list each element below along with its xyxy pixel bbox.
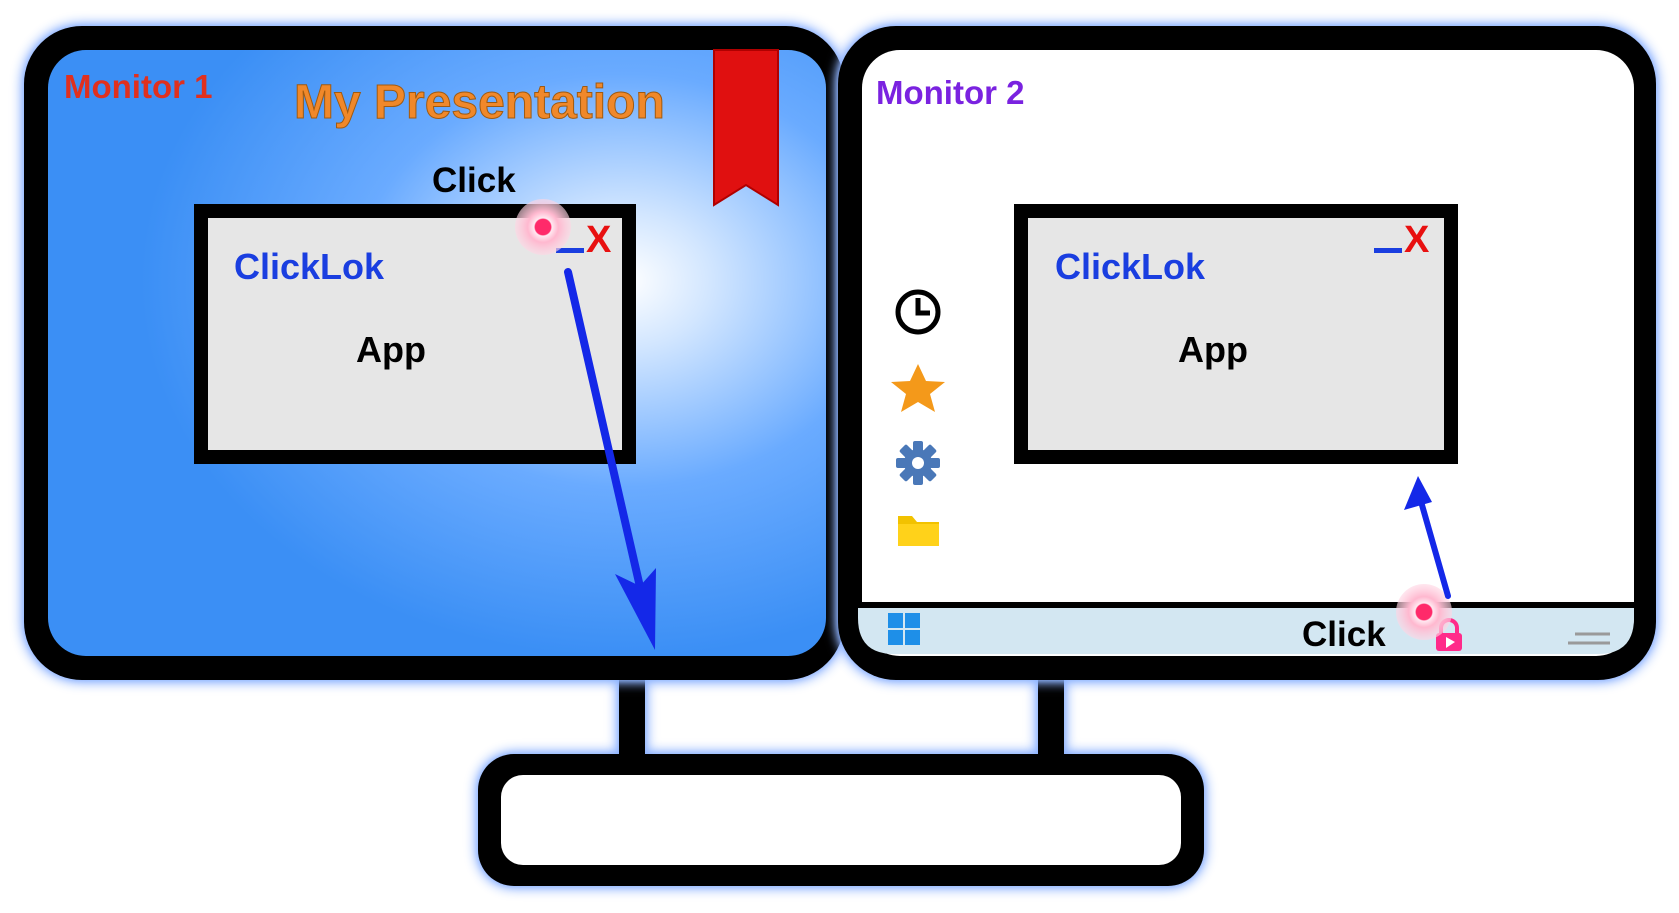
taskbar-click-label: Click: [1302, 615, 1386, 654]
window-1-minimize-button[interactable]: [556, 248, 584, 253]
folder-icon[interactable]: [898, 516, 939, 546]
gear-icon[interactable]: [896, 441, 940, 485]
window-2-body: App: [1178, 329, 1248, 370]
click-target-icon: [515, 199, 571, 255]
taskbar-click-target-icon: [1396, 584, 1452, 640]
clock-icon[interactable]: [895, 289, 941, 335]
window-1-close-button[interactable]: X: [586, 219, 612, 261]
windows-start-icon[interactable]: [888, 613, 920, 645]
taskbar: [858, 602, 1634, 654]
window-2-minimize-button[interactable]: [1374, 248, 1402, 253]
show-desktop-icon[interactable]: [1568, 632, 1610, 645]
bookmark-ribbon-icon: [713, 49, 779, 207]
monitor-2-app-window[interactable]: ClickLok App X: [1014, 204, 1458, 464]
star-icon[interactable]: [891, 364, 945, 412]
monitor-2-label: Monitor 2: [876, 74, 1024, 111]
window-1-body: App: [356, 329, 426, 370]
window-2-title: ClickLok: [1055, 246, 1206, 287]
window-1-title: ClickLok: [234, 246, 385, 287]
drag-arrow-down: [564, 268, 656, 650]
monitor-stand: [478, 675, 1204, 886]
monitor-1-app-window[interactable]: ClickLok App X: [194, 204, 636, 464]
monitor-1-click-label: Click: [432, 161, 516, 200]
presentation-title: My Presentation: [294, 76, 665, 129]
window-2-close-button[interactable]: X: [1404, 219, 1430, 261]
restore-arrow-up: [1404, 476, 1451, 599]
monitor-1-label: Monitor 1: [64, 68, 212, 105]
